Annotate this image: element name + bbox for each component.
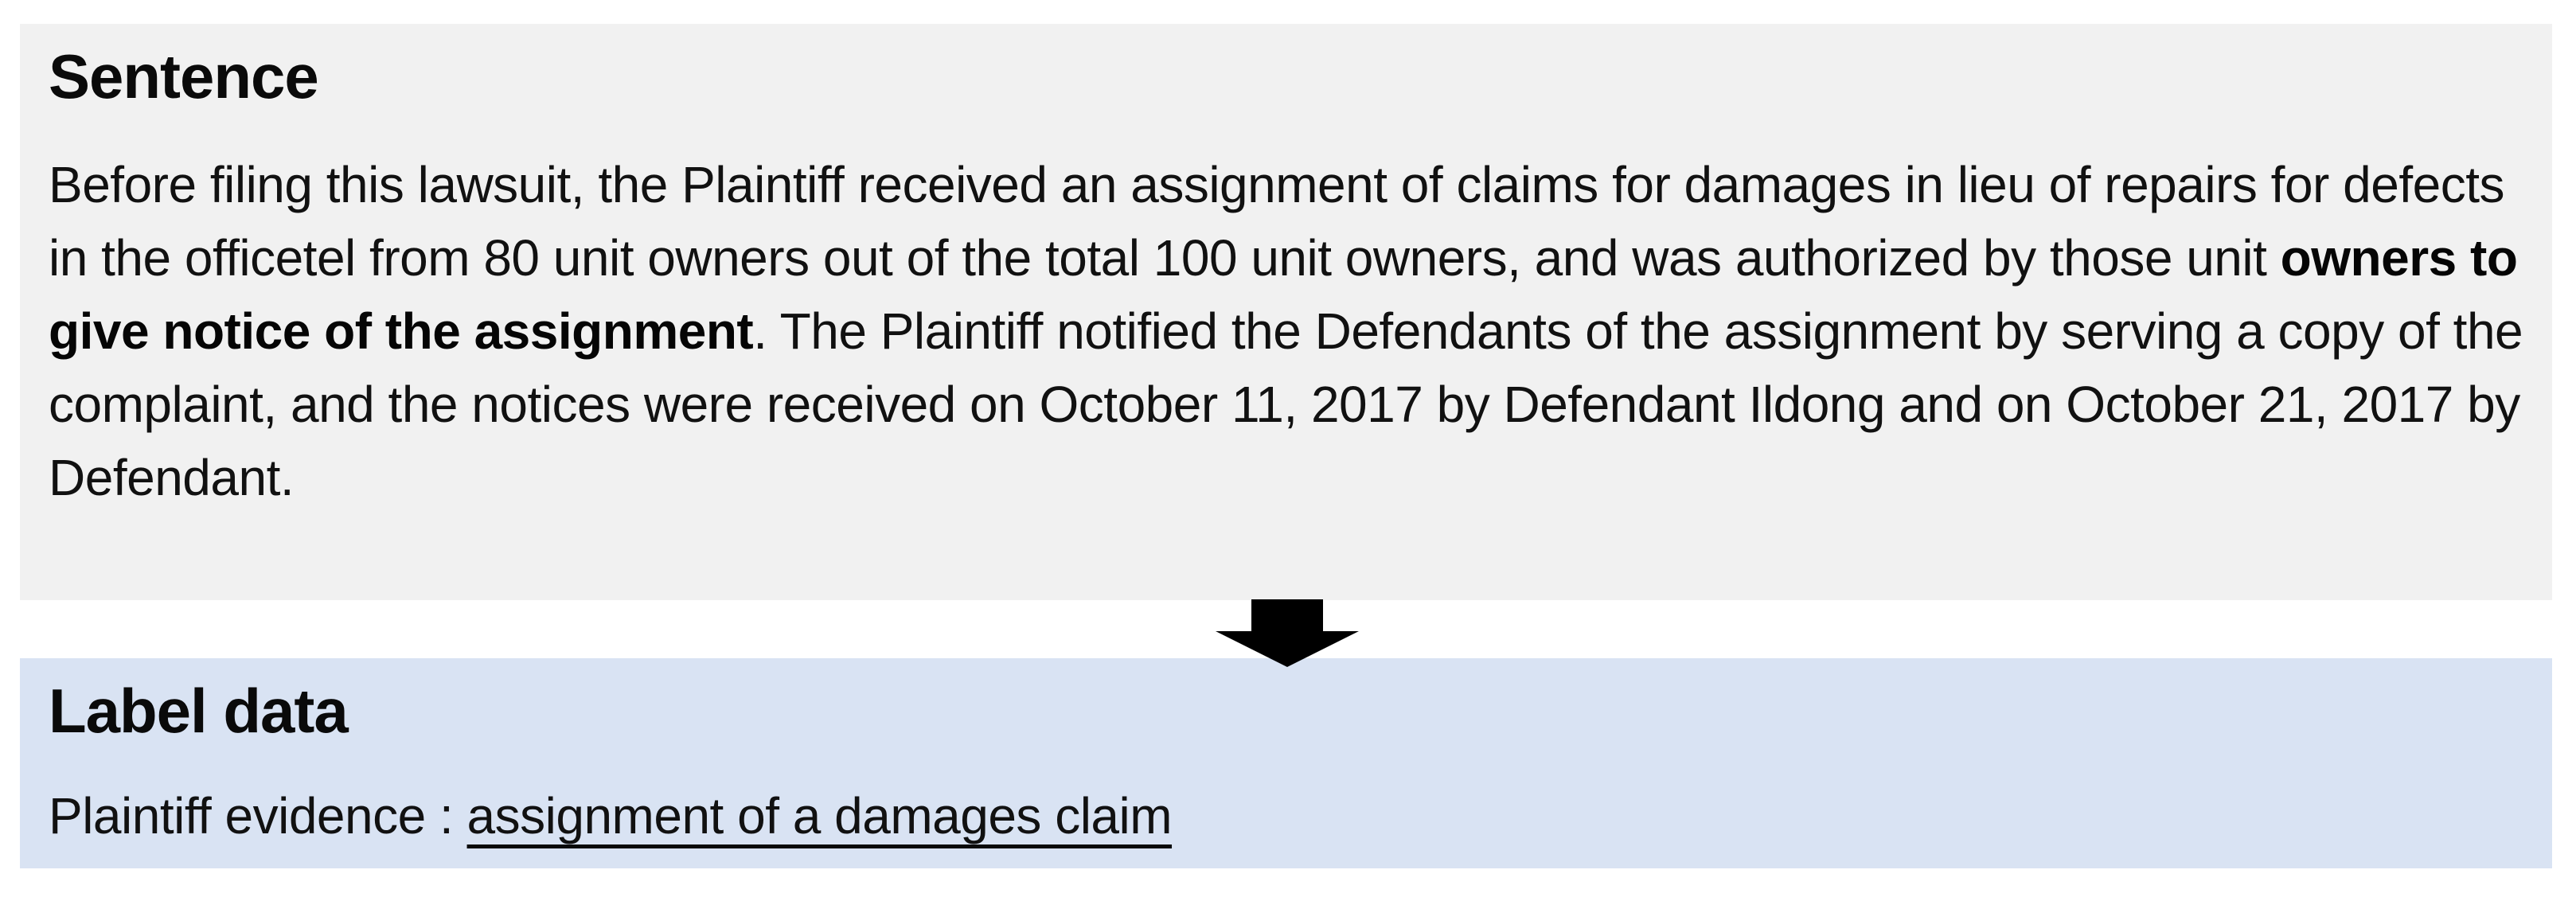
- label-data-box: Label data Plaintiff evidence : assignme…: [20, 658, 2552, 868]
- sentence-text-after: . The Plaintiff notified the Defendants …: [49, 302, 2523, 506]
- sentence-text-before: Before filing this lawsuit, the Plaintif…: [49, 156, 2504, 287]
- label-prefix: Plaintiff evidence :: [49, 787, 467, 844]
- sentence-paragraph: Before filing this lawsuit, the Plaintif…: [49, 148, 2528, 514]
- sentence-box-title: Sentence: [49, 41, 319, 111]
- label-value-underlined: assignment of a damages claim: [466, 787, 1173, 844]
- label-data-title: Label data: [49, 676, 349, 746]
- label-line: Plaintiff evidence : assignment of a dam…: [49, 779, 2528, 852]
- down-arrow-icon: [1216, 599, 1359, 667]
- sentence-box: Sentence Before filing this lawsuit, the…: [20, 24, 2552, 600]
- sentence-text-bold: owners to give notice of the assignment: [49, 229, 2518, 360]
